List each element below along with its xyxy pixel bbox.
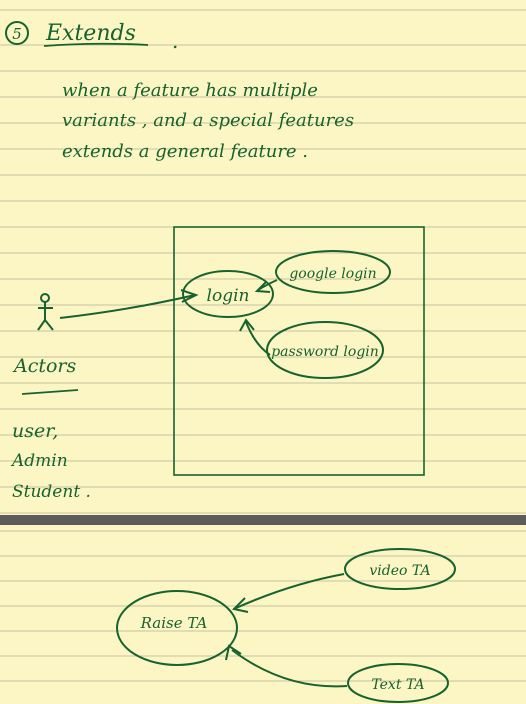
extend-arrow-video-ta: [235, 573, 345, 609]
section-number: 5: [12, 25, 22, 43]
use-case-raise-ta-label: Raise TA: [140, 614, 208, 632]
actor-user: user,: [12, 420, 58, 442]
page-2-paper: [0, 525, 526, 704]
heading-extends: Extends: [45, 21, 136, 46]
extend-arrowhead-google: [254, 281, 271, 293]
actors-heading: Actors: [12, 355, 77, 377]
section-number-circle: [5, 21, 29, 45]
extension-text-ta-ellipse: [347, 663, 449, 703]
note-line-3: extends a general feature .: [62, 141, 308, 162]
note-line-2: variants , and a special features: [62, 110, 354, 131]
extend-arrow-password: [245, 321, 271, 356]
page-1-rule-lines: [0, 9, 526, 514]
extension-password-login-ellipse: [266, 321, 384, 379]
extension-google-login-label: google login: [289, 266, 376, 282]
use-case-login-label: login: [207, 286, 250, 306]
extension-video-ta-ellipse: [344, 548, 456, 590]
actor-student: Student .: [12, 482, 91, 502]
extension-text-ta-label: Text TA: [371, 677, 424, 693]
note-line-1: when a feature has multiple: [62, 80, 318, 101]
heading-underline: [43, 42, 149, 47]
extension-google-login-ellipse: [275, 250, 391, 294]
extension-video-ta-label: video TA: [369, 563, 430, 579]
page-2-rule-lines: [0, 530, 526, 682]
actors-underline: [21, 389, 79, 395]
extend-arrow-text-ta: [231, 649, 348, 688]
system-boundary-box: [173, 226, 425, 476]
actor-association-arrowhead: [180, 289, 199, 303]
page-1-paper: [0, 0, 526, 515]
extend-arrowhead-password: [239, 318, 255, 332]
page-divider: [0, 515, 526, 525]
actor-association-line: [59, 294, 196, 319]
use-case-raise-ta-ellipse: [116, 590, 238, 666]
extend-arrowhead-video-ta: [231, 597, 249, 613]
actor-stick-figure: [37, 293, 54, 331]
use-case-login-ellipse: [182, 270, 274, 318]
extend-arrowhead-text-ta: [225, 644, 242, 661]
extension-password-login-label: password login: [271, 344, 379, 360]
actor-admin: Admin: [10, 451, 68, 471]
heading-dot: .: [172, 29, 178, 53]
